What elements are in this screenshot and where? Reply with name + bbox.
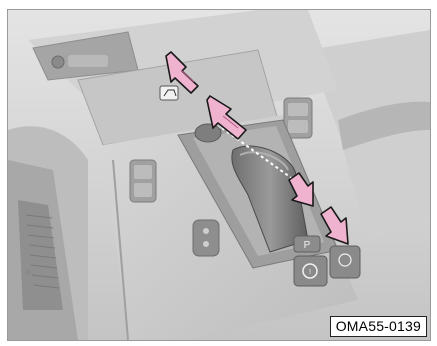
park-button-label: P [304,240,311,251]
seat-bolt [25,269,31,275]
right-switch-lower [288,120,308,133]
svg-text:!: ! [309,269,311,276]
drive-mode-switch [193,220,219,256]
left-switch-lower [134,183,152,197]
top-knob-icon [52,56,64,68]
figure-code-label: OMA55-0139 [330,316,427,337]
illustration-frame: P ! OMA55-0139 [7,9,431,341]
shift-lock-button [195,124,221,142]
right-switch-upper [288,103,308,116]
top-switch [68,55,108,67]
console-illustration: P ! [8,10,430,340]
left-switch-upper [134,165,152,179]
auto-hold-switch [330,246,360,278]
